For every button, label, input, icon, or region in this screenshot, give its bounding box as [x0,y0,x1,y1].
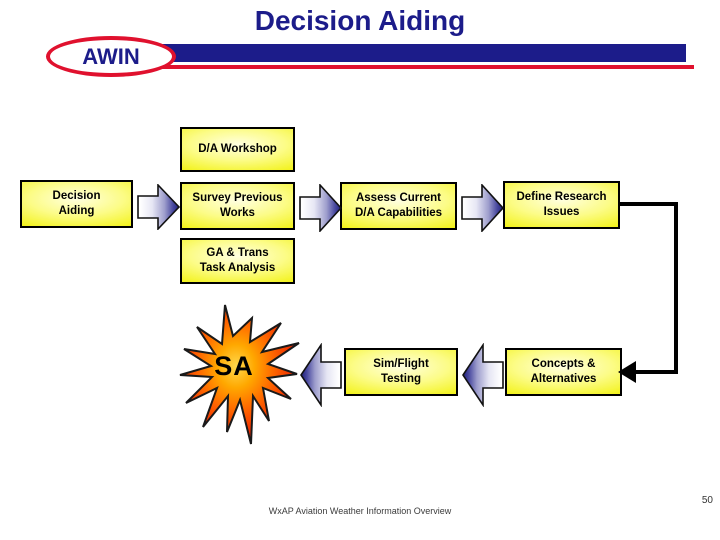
box-label-line: Task Analysis [199,262,276,274]
flow-box-concepts-alternatives: Concepts & Alternatives [505,348,622,396]
flow-box-decision-aiding: Decision Aiding [20,180,133,228]
awin-logo-text: AWIN [82,43,140,69]
arrow-left-icon [462,343,504,407]
arrow-right-icon [461,184,504,232]
connector-segment-bottom [632,370,678,374]
connector-arrowhead-icon [618,361,636,383]
box-label-line: Works [220,207,255,219]
box-label-line: Issues [543,206,580,218]
box-label-line: Define Research [516,191,607,204]
connector-segment-vertical [674,202,678,374]
box-label-line: GA & Trans [206,247,269,260]
box-label-line: Testing [380,373,422,385]
page-title: Decision Aiding [254,5,466,36]
arrow-left-icon [300,343,342,407]
box-label-line: Sim/Flight [373,358,429,371]
flow-box-define-research-issues: Define Research Issues [503,181,620,229]
flow-box-assess-current-da-capabilities: Assess Current D/A Capabilities [340,182,457,230]
flow-box-survey-previous-works: Survey Previous Works [180,182,295,230]
box-label-line: D/A Capabilities [354,207,443,219]
connector-segment-top [620,202,678,206]
header-red-line [152,65,694,69]
box-label-line: Alternatives [530,373,597,385]
box-label-line: Survey Previous [192,192,283,205]
box-label-line: Decision [52,190,101,203]
page-number: 50 [701,495,713,506]
box-label-line: D/A Workshop [198,143,277,156]
box-label-line: Concepts & [531,358,596,371]
arrow-right-icon [137,184,180,230]
flow-box-sim-flight-testing: Sim/Flight Testing [344,348,458,396]
header-blue-bar [152,44,686,62]
starburst-label: SA [214,351,254,381]
awin-logo: AWIN [46,36,176,77]
box-label-line: Assess Current [355,192,441,205]
footer-text: WxAP Aviation Weather Information Overvi… [268,506,452,516]
starburst-icon [179,304,300,445]
flow-box-da-workshop: D/A Workshop [180,127,295,172]
flow-box-ga-trans-task-analysis: GA & Trans Task Analysis [180,238,295,284]
box-label-line: Aiding [58,205,95,217]
arrow-right-icon [299,184,342,232]
